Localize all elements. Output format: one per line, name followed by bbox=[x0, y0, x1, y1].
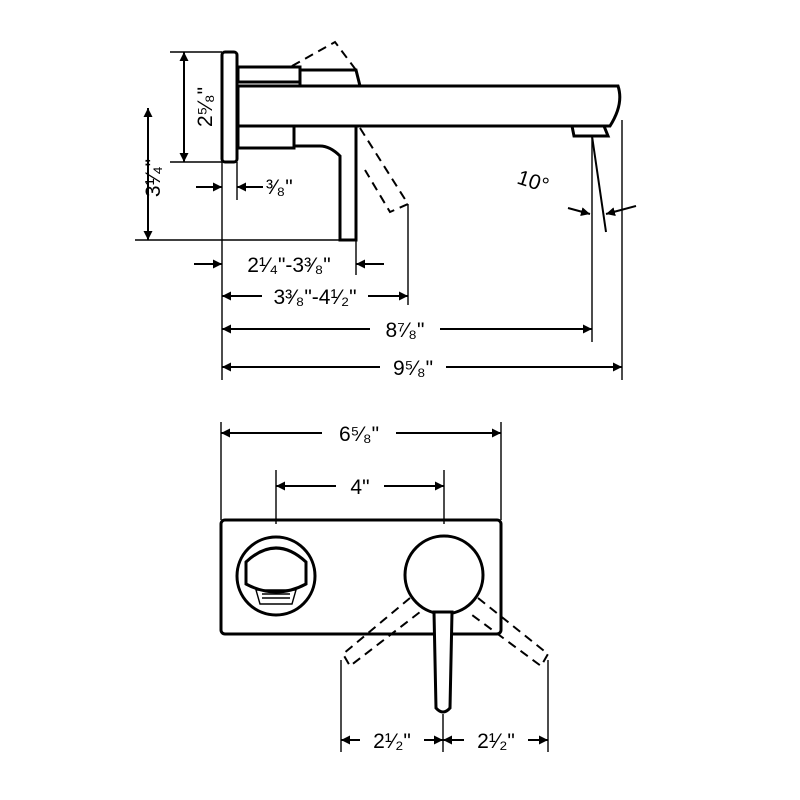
label-reach-b: 9⁵⁄₈" bbox=[393, 357, 433, 380]
front-lever-swing-left bbox=[341, 597, 421, 668]
label-side-height-b: 3¹⁄₄" bbox=[142, 159, 165, 197]
front-lever-swing-right bbox=[467, 597, 550, 668]
side-handle-dashed bbox=[291, 40, 357, 71]
label-reach-a: 8⁷⁄₈" bbox=[386, 319, 425, 342]
label-side-height-a: 2⁵⁄₈" bbox=[194, 87, 217, 127]
label-swing-right: 2¹⁄₂" bbox=[477, 730, 515, 753]
front-dimension-lines bbox=[221, 428, 548, 745]
label-lever-range-b: 3³⁄₈"-4¹⁄₂" bbox=[273, 286, 356, 309]
side-lever-dashed bbox=[359, 127, 410, 214]
front-view bbox=[219, 518, 550, 714]
front-lever bbox=[432, 610, 454, 714]
label-angle: 10° bbox=[514, 166, 551, 198]
side-lever-base bbox=[236, 124, 296, 150]
label-swing-left: 2¹⁄₂" bbox=[373, 730, 411, 753]
side-dimension-lines bbox=[143, 52, 637, 372]
front-spout-outlet bbox=[244, 546, 308, 594]
side-handle-housing bbox=[236, 65, 302, 84]
front-aerator bbox=[255, 589, 297, 605]
front-handle-knob bbox=[403, 534, 485, 616]
side-handle-cap bbox=[298, 68, 362, 88]
side-lever bbox=[292, 124, 358, 242]
front-labels: 6⁵⁄₈" 4" 2¹⁄₂" 2¹⁄₂" bbox=[339, 423, 515, 753]
label-plate-width: 6⁵⁄₈" bbox=[339, 423, 379, 446]
side-extension-lines bbox=[135, 51, 623, 380]
side-spout bbox=[236, 84, 622, 128]
label-lever-range-a: 2¹⁄₄"-3³⁄₈" bbox=[247, 254, 331, 277]
side-aerator bbox=[570, 124, 611, 138]
label-centers: 4" bbox=[350, 476, 369, 499]
side-wall-plate bbox=[220, 50, 239, 164]
label-plate-depth: ³⁄₈" bbox=[266, 176, 293, 199]
side-view bbox=[220, 40, 622, 242]
